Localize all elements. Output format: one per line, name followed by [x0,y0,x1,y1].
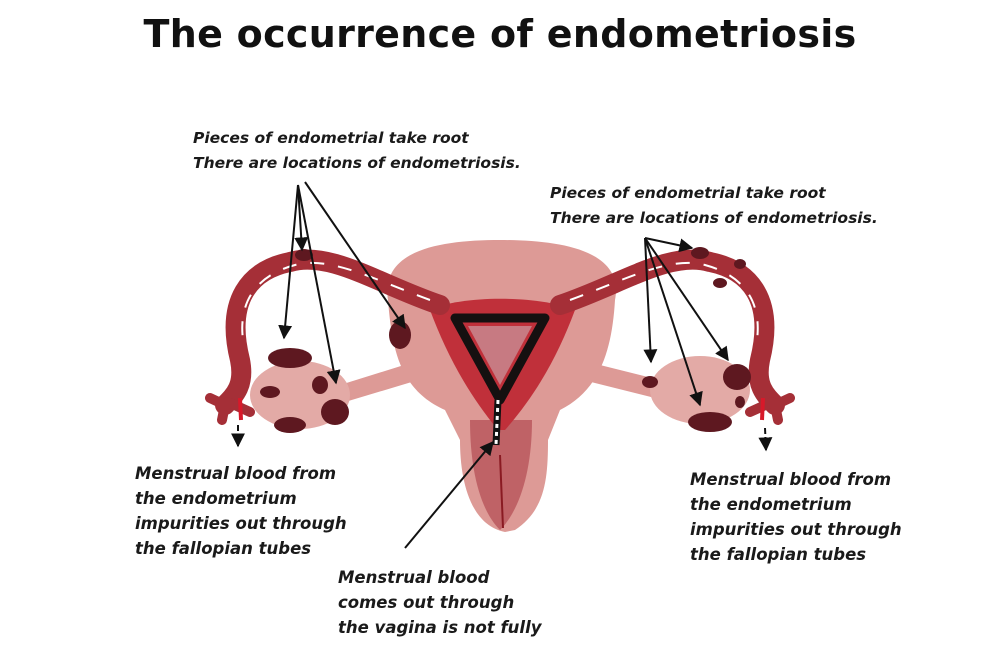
label-line: There are locations of endometriosis. [193,154,521,172]
label-line: Menstrual blood from [135,464,337,483]
label-line: Menstrual blood [338,568,490,587]
label-bottom-center: Menstrual blood comes out through the va… [338,565,541,640]
label-line: the endometrium [135,489,297,508]
label-line: the fallopian tubes [690,545,867,564]
label-top-right: Pieces of endometrial take root There ar… [550,181,878,231]
uterine-cavity-outline [450,313,550,405]
right-flow-arrows [569,261,759,341]
left-flow-arrows [241,261,431,341]
label-line: Pieces of endometrial take root [193,129,469,147]
label-line: comes out through [338,593,515,612]
pointer-arrows [231,181,773,549]
endometriosis-lesions [260,247,751,433]
label-line: impurities out through [135,514,347,533]
label-line: There are locations of endometriosis. [550,209,878,227]
label-top-left: Pieces of endometrial take root There ar… [193,126,521,176]
label-line: the vagina is not fully [338,618,542,637]
uterine-cavity [468,326,532,385]
label-line: Menstrual blood from [690,470,892,489]
label-bottom-right: Menstrual blood from the endometrium imp… [690,467,902,567]
label-bottom-left: Menstrual blood from the endometrium imp… [135,461,347,561]
label-line: impurities out through [690,520,902,539]
label-line: the endometrium [690,495,852,514]
label-line: the fallopian tubes [135,539,312,558]
diagram-title: The occurrence of endometriosis [143,12,857,56]
label-line: Pieces of endometrial take root [550,184,826,202]
